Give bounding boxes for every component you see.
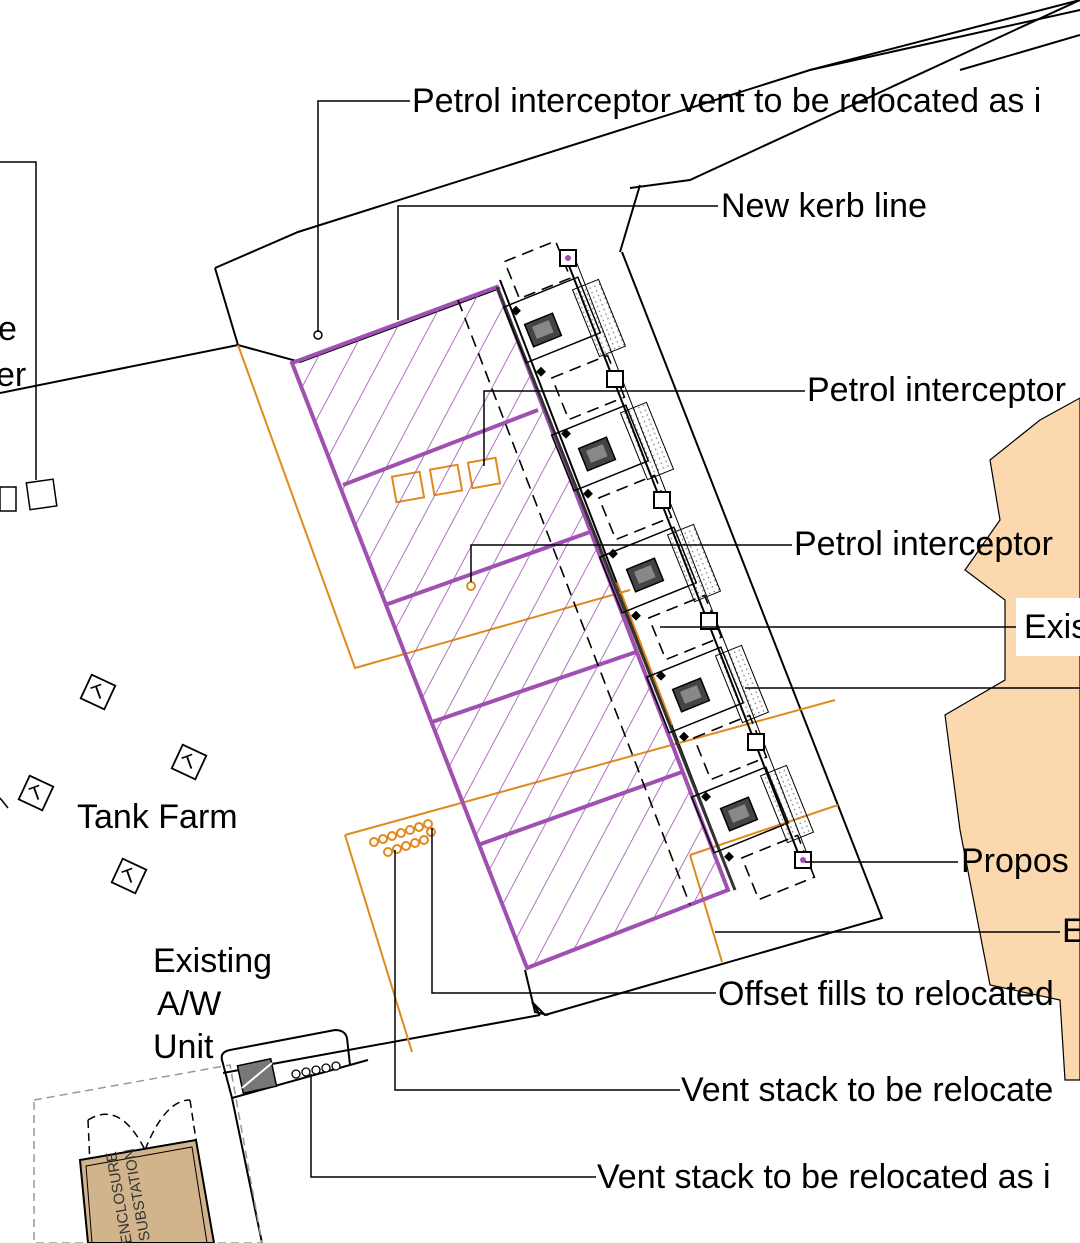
label-fragment: e [0,310,17,348]
vent-stack-points [291,1061,341,1079]
existing-building [944,397,1080,1081]
area-labels: e er Tank Farm Existing A/W Unit [0,310,272,1066]
label-tank-farm: Tank Farm [77,798,238,836]
callout-vent-stack-2: Vent stack to be relocated as i [597,1158,1051,1196]
substation-enclosure: SUBSTATION ENCLOSURE [33,1064,263,1243]
callout-petrol-interceptor-b: Petrol interceptor [794,525,1053,563]
pump-islands [502,239,816,901]
callouts: Petrol interceptor vent to be relocated … [412,82,1080,1196]
offset-fill-points [369,819,436,857]
callout-vent-relocated: Petrol interceptor vent to be relocated … [412,82,1041,120]
hatched-forecourt [289,284,737,971]
label-fragment: er [0,356,26,394]
callout-proposed: Propos [961,842,1069,880]
left-markers [0,161,58,512]
label-aw-unit-1: Existing [153,942,272,980]
aw-unit-frame [220,1014,541,1243]
callout-petrol-interceptor-a: Petrol interceptor [807,371,1066,409]
callout-existing: Exis [1024,608,1080,646]
tank-symbol: T [170,743,208,781]
label-aw-unit-3: Unit [153,1028,214,1066]
callout-vent-stack-1: Vent stack to be relocate [681,1071,1053,1109]
tank-symbol: T [110,857,148,895]
callout-edge: E [1062,912,1080,950]
callout-offset-fills: Offset fills to relocated [718,975,1054,1013]
tank-symbol: T [17,774,55,812]
label-aw-unit-2: A/W [157,985,221,1023]
tank-symbol: T [79,673,117,711]
tank-symbols: T T T T [0,673,208,895]
vent-marker [313,330,323,340]
leader-lines [310,100,1080,1178]
callout-new-kerb-line: New kerb line [721,187,927,225]
